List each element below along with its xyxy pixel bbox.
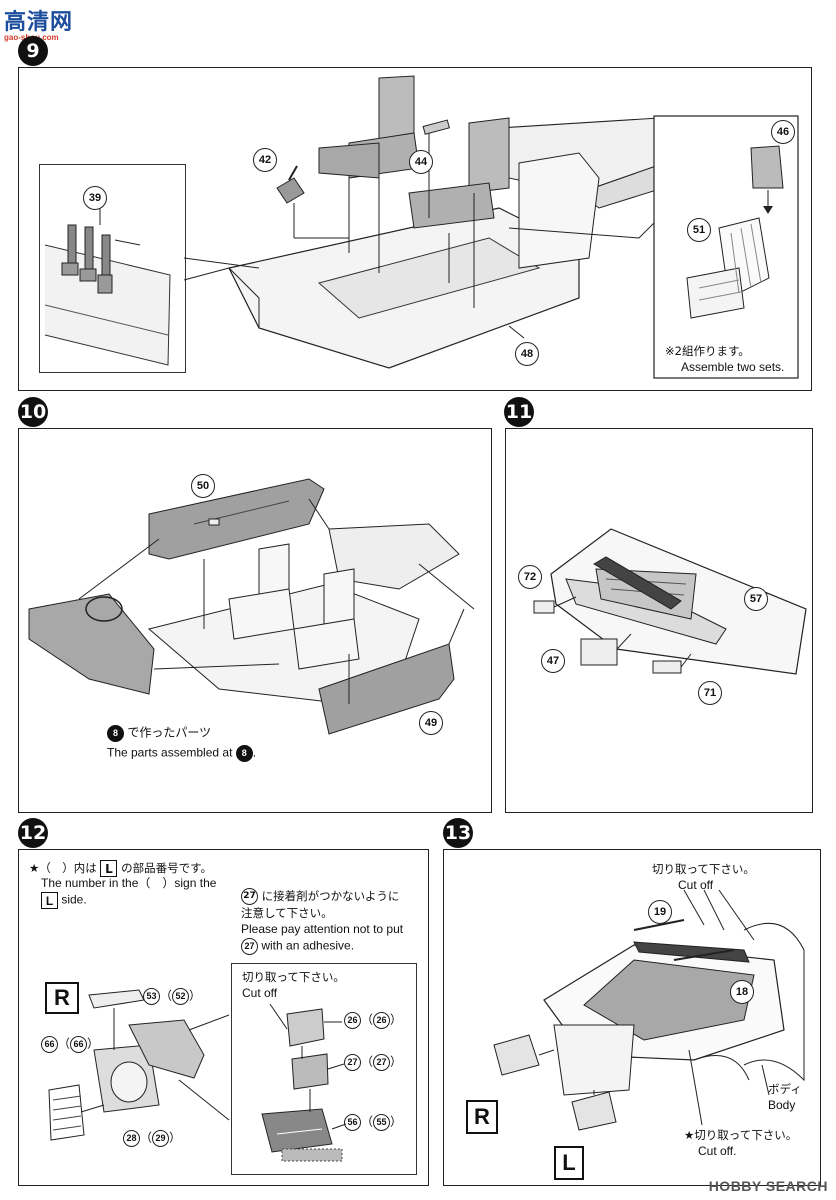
adhesive-note-en-1: Please pay attention not to put [241, 922, 404, 936]
l-side-box-en: L [41, 892, 58, 909]
step-10-badge: 10 [18, 397, 48, 427]
bracket-note-jp: ★（ ）内は L の部品番号です。 [29, 860, 212, 877]
part-46: 46 [771, 120, 795, 144]
part-47: 47 [541, 649, 565, 673]
label-56-55: 56（55） [344, 1114, 402, 1131]
label-53-52: 53（52） [143, 988, 201, 1005]
pedal-inset [39, 164, 186, 373]
headlight-detail-inset: 切り取って下さい。 Cut off 26（26） 27（27） 56（55） [231, 963, 417, 1175]
step-9-panel: 39 [18, 67, 812, 391]
step-8-ref-icon-en: 8 [235, 745, 253, 762]
part-39: 39 [83, 186, 107, 210]
step-13-panel: 切り取って下さい。 Cut off 19 18 ボディ Body R L ★切り… [443, 849, 821, 1186]
adhesive-note-jp-2: 注意して下さい。 [241, 906, 333, 920]
ref-step-line-en: The parts assembled at 8. [107, 745, 256, 762]
door-panel-drawing [28, 478, 475, 735]
step-11-badge: 11 [504, 397, 534, 427]
bracket-note-en-2: L side. [41, 892, 87, 909]
ref-step-line-jp: 8 で作ったパーツ [107, 725, 211, 742]
label-28-29: 28（29） [123, 1130, 181, 1147]
body-label-en: Body [768, 1098, 796, 1112]
headlight-drawing [48, 989, 230, 1141]
part-49: 49 [419, 711, 443, 735]
front-bumper-drawing [533, 528, 807, 675]
front-body-drawing [493, 889, 805, 1131]
step-11-panel: 72 57 47 71 [505, 428, 813, 813]
pedal-drawing [44, 205, 171, 366]
step-10-panel: 50 49 8 で作ったパーツ The parts assembled at 8… [18, 428, 492, 813]
adhesive-note-en-2: 27 with an adhesive. [241, 938, 354, 955]
part-50: 50 [191, 474, 215, 498]
side-r-box: R [466, 1100, 498, 1134]
label-27-27: 27（27） [344, 1054, 402, 1071]
step-12-panel: ★（ ）内は L の部品番号です。 The number in the（ ）si… [18, 849, 429, 1186]
cut-off-jp: 切り取って下さい。 [242, 970, 345, 984]
part-42: 42 [253, 148, 277, 172]
label-26-26: 26（26） [344, 1012, 402, 1029]
two-sets-note-en: Assemble two sets. [681, 360, 785, 374]
star-cut-jp: ★切り取って下さい。 [684, 1128, 798, 1142]
two-sets-note-jp: ※2組作ります。 [665, 344, 750, 358]
part-48: 48 [515, 342, 539, 366]
l-side-box: L [100, 860, 118, 877]
part-44: 44 [409, 150, 433, 174]
adhesive-note-jp-1: 27 に接着剤がつかないように [241, 888, 399, 905]
detail-drawing [261, 1003, 347, 1162]
bracket-note-en-1: The number in the（ ）sign the [41, 876, 217, 890]
part-19: 19 [648, 900, 672, 924]
star-cut-en: Cut off. [698, 1144, 737, 1158]
part-72: 72 [518, 565, 542, 589]
cut-off-en: Cut off [242, 986, 278, 1000]
part-51: 51 [687, 218, 711, 242]
part-71: 71 [698, 681, 722, 705]
wiper-cut-en: Cut off [678, 878, 714, 892]
label-66-66: 66（66） [41, 1036, 99, 1053]
part-57: 57 [744, 587, 768, 611]
wiper-cut-jp: 切り取って下さい。 [652, 862, 755, 876]
step-12-badge: 12 [18, 818, 48, 848]
side-l-box: L [554, 1146, 584, 1180]
side-r-label: R [45, 982, 79, 1014]
step-13-badge: 13 [443, 818, 473, 848]
interior-tub-drawing [183, 75, 799, 379]
step-8-ref-icon: 8 [107, 725, 124, 742]
hobby-search-watermark: HOBBY SEARCH [708, 1178, 828, 1194]
step-9-badge: 9 [18, 36, 48, 66]
part-18: 18 [730, 980, 754, 1004]
body-label-jp: ボディ [768, 1082, 802, 1096]
